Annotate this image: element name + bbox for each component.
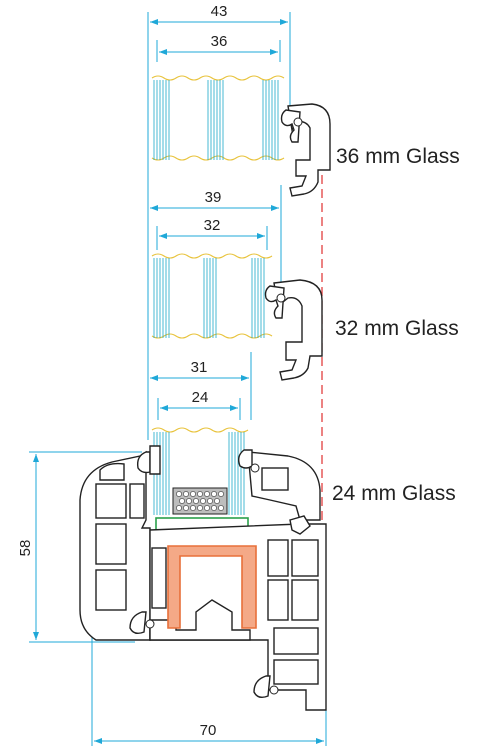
dim-label-43: 43 bbox=[211, 3, 228, 20]
dim-label-39: 39 bbox=[205, 189, 222, 206]
steel-reinforcement bbox=[167, 545, 257, 629]
dimension-39: 39 bbox=[150, 189, 279, 211]
dimension-70: 70 bbox=[94, 722, 324, 744]
dim-label-70: 70 bbox=[200, 722, 217, 739]
dim-label-32: 32 bbox=[204, 217, 221, 234]
dimension-24: 24 bbox=[157, 389, 241, 420]
glazing-bead-36mm bbox=[280, 103, 331, 197]
glazing-bead-32mm bbox=[264, 279, 323, 381]
label-36mm-glass: 36 mm Glass bbox=[336, 145, 460, 168]
glass-unit-24mm bbox=[151, 427, 249, 515]
dimension-31: 31 bbox=[150, 359, 249, 381]
dimension-32: 32 bbox=[156, 217, 268, 250]
dim-label-31: 31 bbox=[191, 359, 208, 376]
glass-unit-36mm bbox=[151, 75, 285, 161]
dim-label-58: 58 bbox=[17, 540, 34, 557]
label-32mm-glass: 32 mm Glass bbox=[335, 317, 459, 340]
dimension-36: 36 bbox=[156, 33, 281, 62]
dim-label-36: 36 bbox=[211, 33, 228, 50]
sash-frame-profile bbox=[79, 445, 327, 711]
dimension-43: 43 bbox=[150, 3, 288, 25]
dimension-58: 58 bbox=[17, 454, 39, 640]
label-24mm-glass: 24 mm Glass bbox=[332, 482, 456, 505]
dim-label-24: 24 bbox=[192, 389, 209, 406]
glass-unit-32mm bbox=[151, 253, 273, 339]
